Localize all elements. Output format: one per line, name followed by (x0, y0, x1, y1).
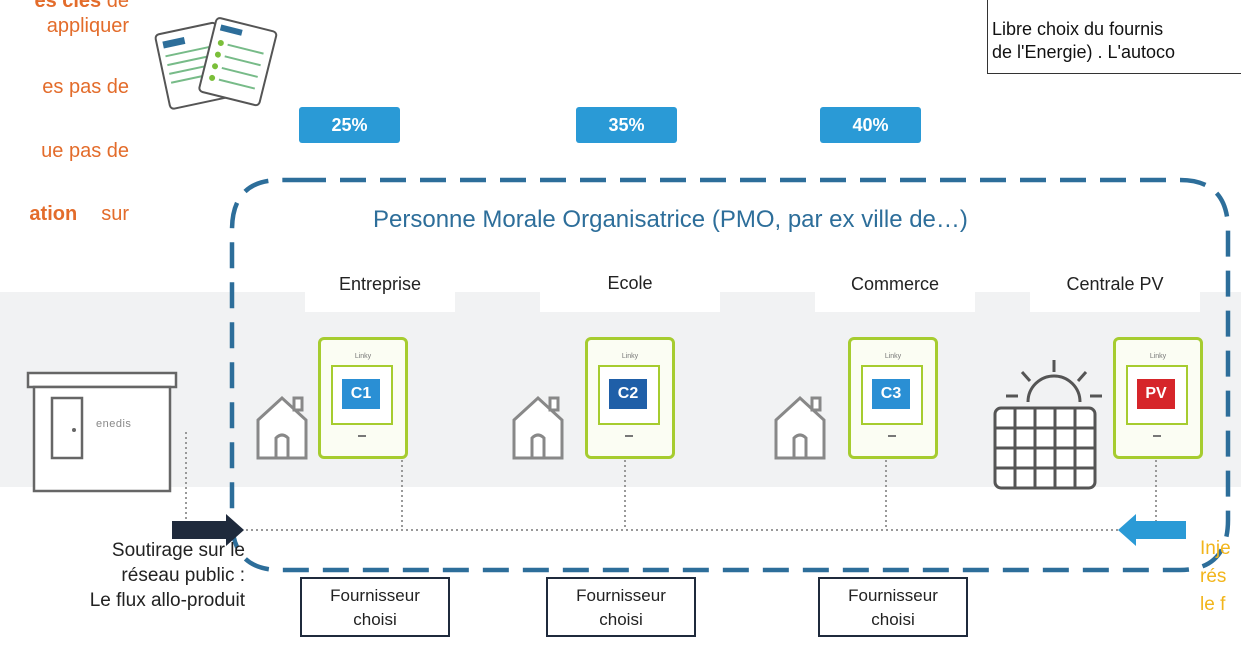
house-icon (512, 395, 564, 460)
intro-text-line-2: appliquer (46, 15, 129, 37)
pmo-title: Personne Morale Organisatrice (PMO, par … (373, 206, 968, 233)
fournisseur-line-2: choisi (871, 610, 915, 629)
intro-text-line-1: es clés de (34, 0, 129, 12)
percent-badge-3: 40% (820, 107, 921, 143)
info-box-line-2: de l'Energie) . L'autoco (992, 42, 1175, 62)
injection-line-1: Inje (1200, 538, 1231, 559)
participant-label-entreprise: Entreprise (305, 256, 455, 312)
participant-label-centrale-pv: Centrale PV (1030, 256, 1200, 312)
soutirage-arrow-body (172, 521, 230, 539)
fournisseur-box-1: Fournisseur choisi (300, 577, 450, 637)
meter-code: C1 (342, 379, 380, 409)
soutirage-arrow-head (226, 514, 244, 546)
fournisseur-box-3: Fournisseur choisi (818, 577, 968, 637)
enedis-building (26, 371, 178, 493)
house-icon (774, 395, 826, 460)
house-icon (256, 395, 308, 460)
meter-brand: Linky (354, 353, 372, 360)
soutirage-line-1: Soutirage sur le (111, 540, 245, 561)
fournisseur-line-1: Fournisseur (848, 586, 938, 605)
injection-arrow-head (1118, 514, 1136, 546)
info-box-line-1: Libre choix du fournis (992, 19, 1164, 39)
participant-label-ecole: Ecole (540, 256, 720, 312)
injection-line-3: le f (1200, 594, 1226, 615)
soutirage-caption: Soutirage sur le réseau public : Le flux… (10, 538, 245, 613)
soutirage-line-3: Le flux allo-produit (89, 590, 245, 611)
meter-code: C3 (872, 379, 910, 409)
percent-badge-1: 25% (299, 107, 400, 143)
meter-code: PV (1137, 379, 1175, 409)
meter-brand: Linky (621, 353, 639, 360)
fournisseur-line-1: Fournisseur (576, 586, 666, 605)
injection-caption: Inje rés le f (1200, 535, 1231, 619)
enedis-label: enedis (96, 418, 132, 430)
solar-panel-icon (993, 360, 1102, 490)
meter-code: C2 (609, 379, 647, 409)
pmo-boundary (229, 177, 1231, 573)
participant-label-commerce: Commerce (815, 256, 975, 312)
soutirage-line-2: réseau public : (121, 565, 245, 586)
intro-text-line-4: ue pas de (41, 140, 129, 162)
intro-text-line-3: es pas de (42, 76, 129, 98)
info-box: Libre choix du fournis de l'Energie) . L… (987, 0, 1241, 74)
injection-line-2: rés (1200, 566, 1227, 587)
meter-brand: Linky (1149, 353, 1167, 360)
percent-badge-2: 35% (576, 107, 677, 143)
fournisseur-line-1: Fournisseur (330, 586, 420, 605)
meter-brand: Linky (884, 353, 902, 360)
fournisseur-box-2: Fournisseur choisi (546, 577, 696, 637)
fournisseur-line-2: choisi (599, 610, 643, 629)
injection-arrow-body (1134, 521, 1186, 539)
fournisseur-line-2: choisi (353, 610, 397, 629)
